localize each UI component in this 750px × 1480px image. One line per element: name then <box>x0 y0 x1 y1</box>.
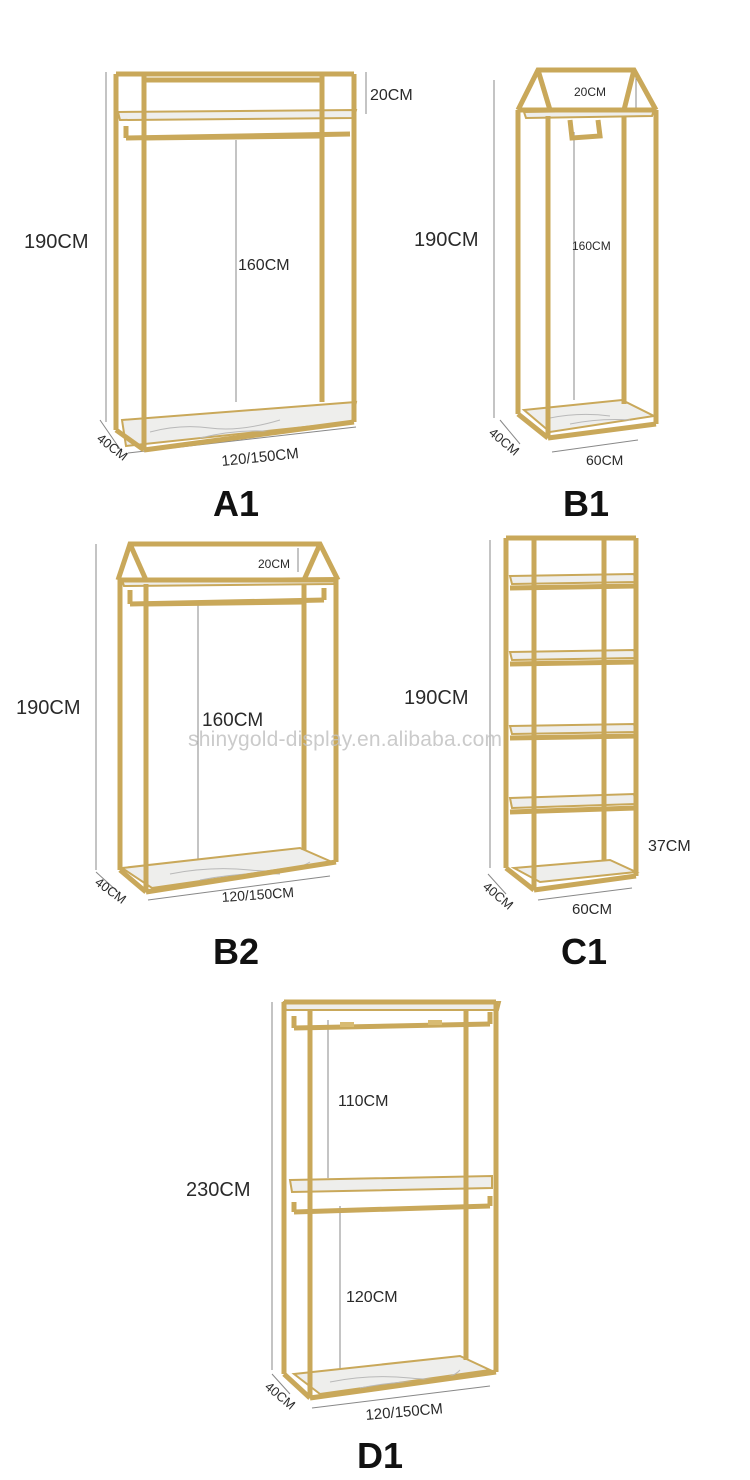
a1-width-label: 120/150CM <box>221 445 300 470</box>
d1-lower-hang-label: 120CM <box>346 1289 398 1306</box>
d1-width-label: 120/150CM <box>365 1400 444 1424</box>
d1-rack-drawing: 230CM 110CM 120CM 40CM 120/150CM D1 <box>186 999 502 1476</box>
b1-top-gap-label: 20CM <box>574 85 606 99</box>
product-b2: 20CM 190CM 160CM 40CM 120/150CM B2 <box>0 530 380 980</box>
b2-rack-drawing: 20CM 190CM 160CM 40CM 120/150CM B2 <box>16 541 341 972</box>
b2-hang-label: 160CM <box>202 710 263 731</box>
b1-width-label: 60CM <box>586 452 623 468</box>
c1-width-guide <box>537 887 633 901</box>
d1-upper-hang-label: 110CM <box>338 1093 388 1110</box>
b2-width-guide <box>147 875 331 901</box>
c1-depth-guide <box>487 873 507 895</box>
a1-depth-guide <box>99 419 123 453</box>
a1-hang-label: 160CM <box>238 257 290 274</box>
c1-frame <box>503 535 639 893</box>
b1-width-guide <box>551 439 639 453</box>
c1-rack-drawing: 190CM 37CM 40CM 60CM C1 <box>404 535 691 972</box>
b1-hang-label: 160CM <box>572 239 611 253</box>
b2-frame <box>115 541 341 895</box>
product-c1: 190CM 37CM 40CM 60CM C1 <box>390 530 750 980</box>
c1-shelves <box>508 572 640 884</box>
c1-height-label: 190CM <box>404 687 468 709</box>
c1-shelf-gap-label: 37CM <box>648 838 691 855</box>
a1-frame <box>113 71 357 453</box>
d1-width-guide <box>311 1385 491 1409</box>
b2-width-label: 120/150CM <box>221 884 294 905</box>
d1-hook-right <box>428 1020 442 1025</box>
a1-rack-drawing: 20CM 190CM 160CM 40CM 120/150CM A1 <box>24 71 413 524</box>
b1-depth-guide <box>499 419 521 445</box>
b2-height-label: 190CM <box>16 697 80 719</box>
product-b1: 20CM 190CM 160CM 40CM 60CM B1 <box>400 60 750 530</box>
d1-middle-shelf <box>288 1174 493 1194</box>
c1-width-label: 60CM <box>572 901 612 918</box>
c1-depth-label: 40CM <box>480 879 516 913</box>
b1-height-label: 190CM <box>414 229 478 251</box>
watermark-text: shinygold-display.en.alibaba.com <box>188 728 503 751</box>
d1-frame <box>281 999 499 1401</box>
b1-rack-drawing: 20CM 190CM 160CM 40CM 60CM B1 <box>414 67 659 524</box>
d1-depth-guide <box>271 1373 291 1395</box>
b1-frame <box>515 67 659 441</box>
a1-height-label: 190CM <box>24 231 88 253</box>
b2-depth-guide <box>95 871 119 893</box>
product-a1: 20CM 190CM 160CM 40CM 120/150CM A1 <box>0 60 420 530</box>
d1-product-label: D1 <box>357 1435 403 1476</box>
b2-depth-label: 40CM <box>92 874 129 907</box>
a1-top-gap-label: 20CM <box>370 87 413 104</box>
d1-height-label: 230CM <box>186 1179 250 1201</box>
c1-product-label: C1 <box>561 931 607 972</box>
a1-product-label: A1 <box>213 483 259 524</box>
product-d1: 230CM 110CM 120CM 40CM 120/150CM D1 <box>150 990 600 1480</box>
b1-depth-label: 40CM <box>486 425 522 459</box>
b2-product-label: B2 <box>213 931 259 972</box>
b2-top-gap-label: 20CM <box>258 557 290 571</box>
b1-marble-vein <box>549 413 631 425</box>
d1-hook-left <box>340 1022 354 1027</box>
b1-product-label: B1 <box>563 483 609 524</box>
